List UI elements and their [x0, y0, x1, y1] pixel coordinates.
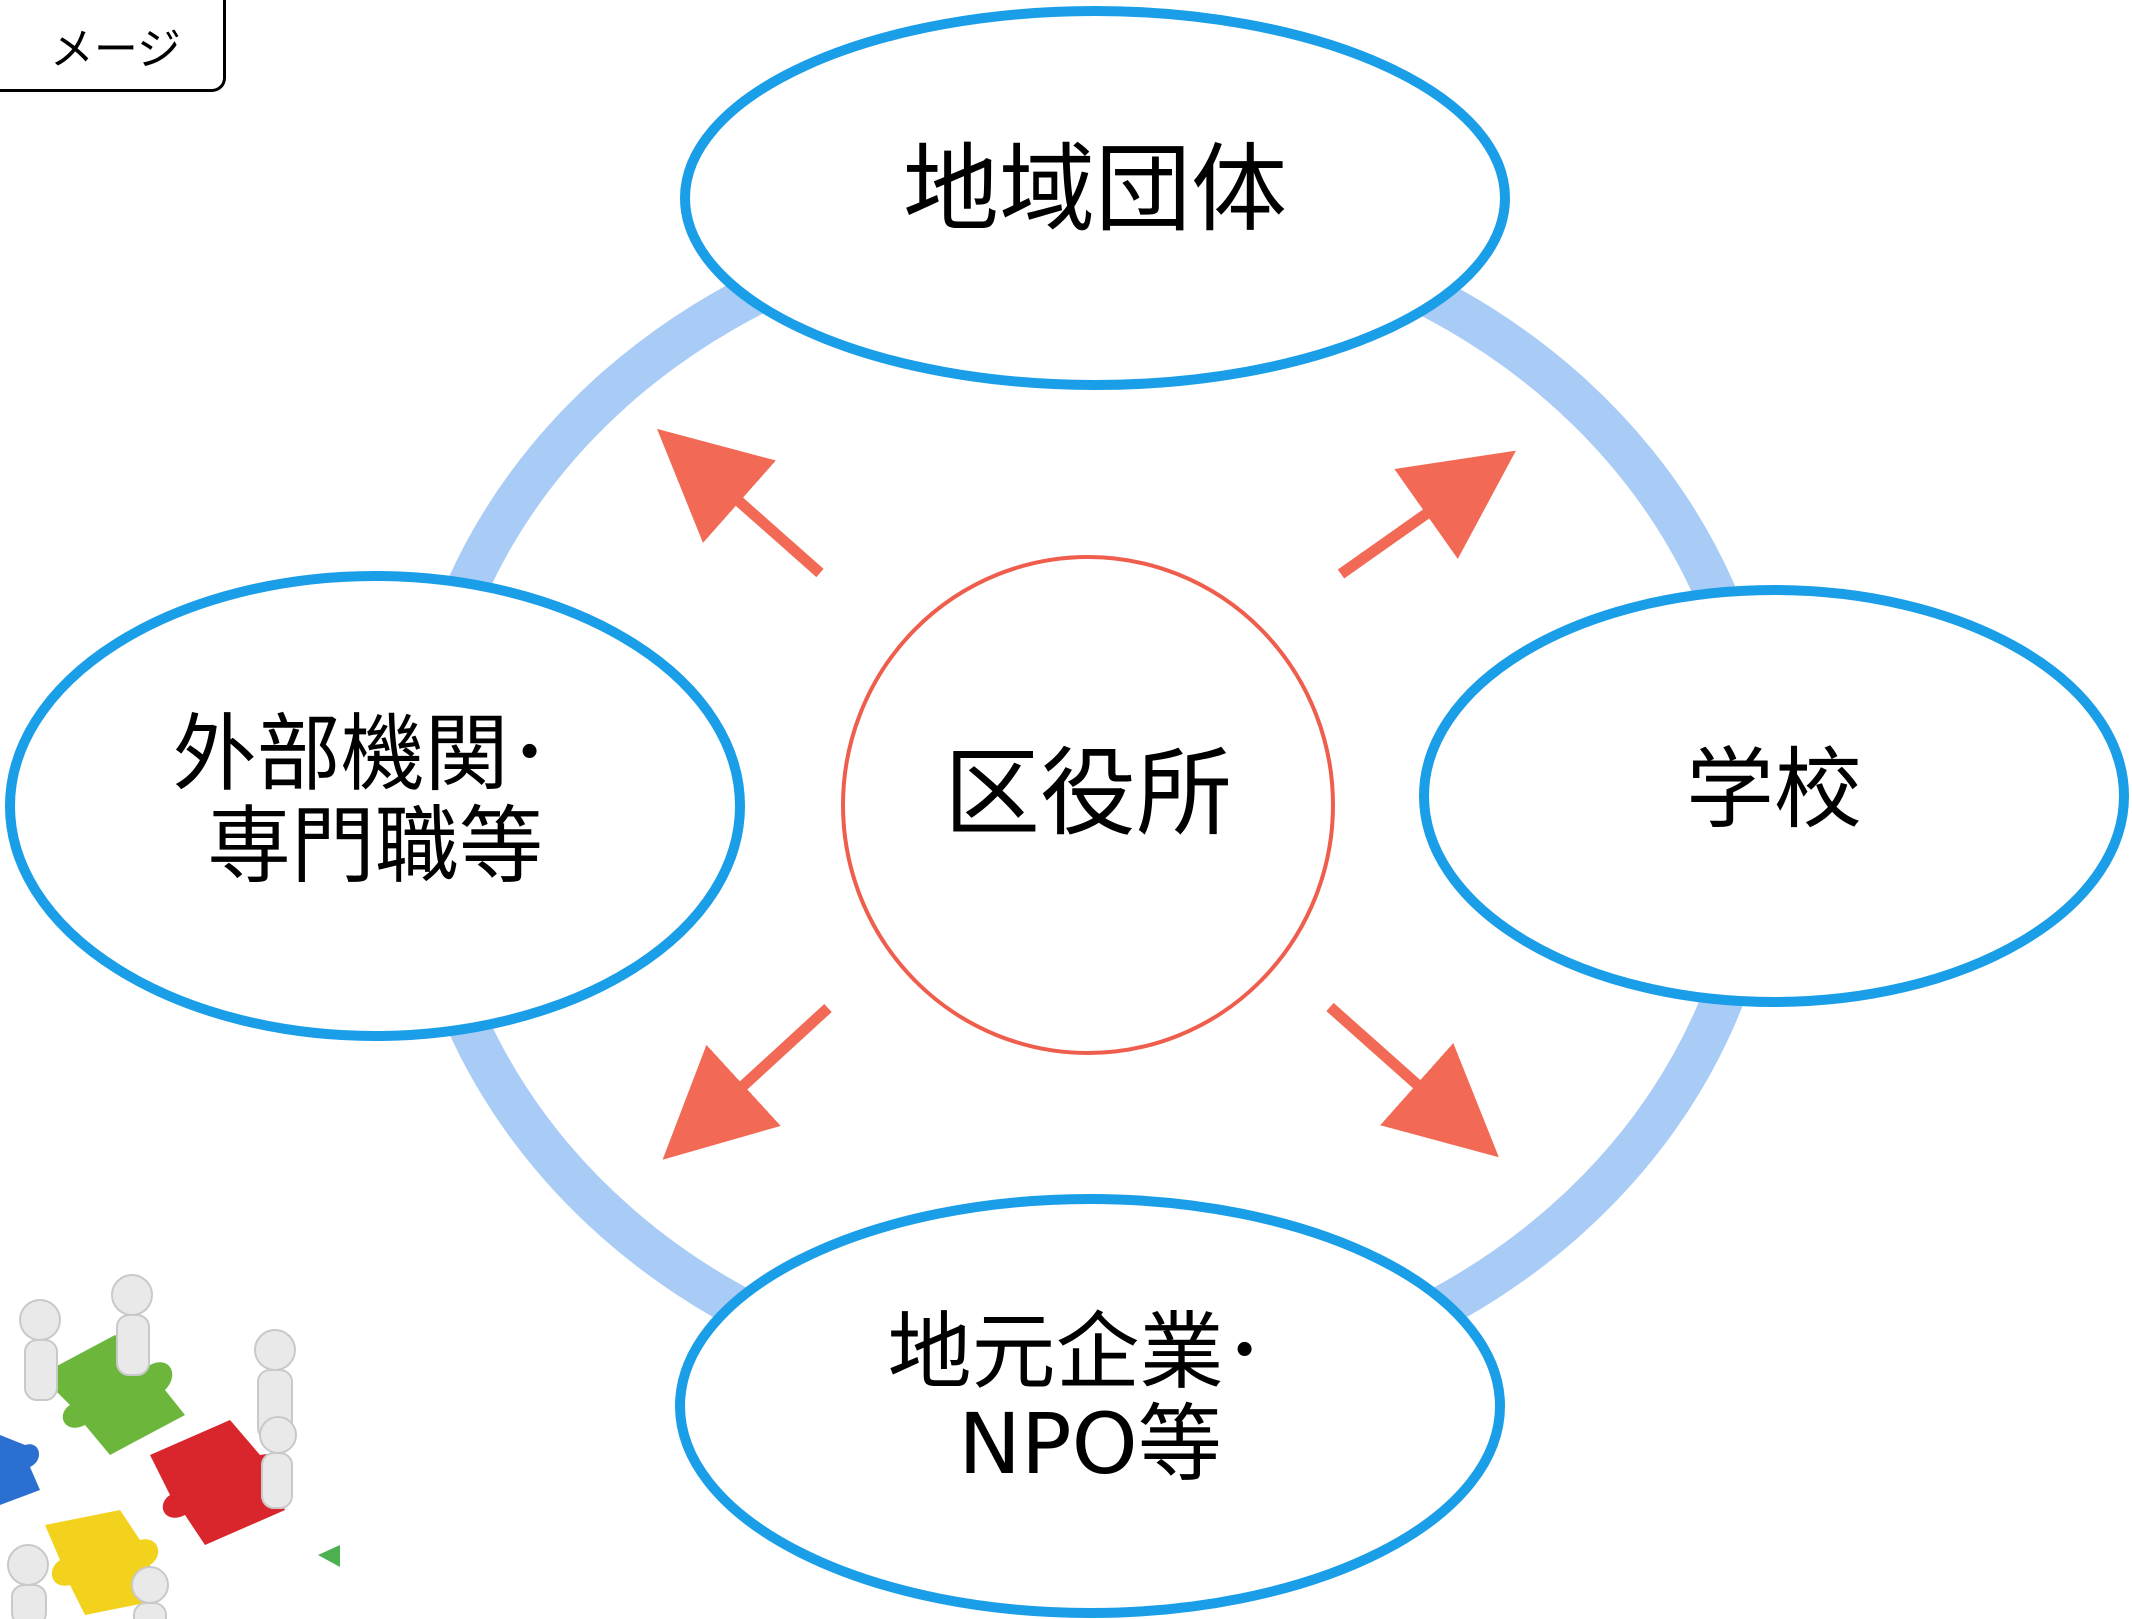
node-left	[5, 571, 745, 1041]
node-bottom-label: 地元企業･ NPO等	[888, 1303, 1293, 1493]
node-top	[680, 6, 1510, 390]
arrow-top-right	[1337, 450, 1516, 579]
node-top-label: 地域団体	[903, 133, 1287, 245]
arrow-bottom-right	[1326, 1002, 1499, 1158]
node-right	[1419, 585, 2129, 1007]
node-bottom-line-2: NPO等	[958, 1395, 1222, 1493]
people-with-puzzle-pieces-icon	[0, 1274, 340, 1619]
center-node	[841, 555, 1335, 1055]
people-figures	[7, 1274, 297, 1619]
green-arrow-fragment	[318, 1545, 340, 1567]
label-box: メージ	[0, 0, 226, 92]
red-puzzle-piece	[150, 1420, 285, 1545]
node-right-label: 学校	[1686, 738, 1862, 841]
node-left-label: 外部機関･ 専門職等	[173, 705, 578, 895]
center-node-label: 区役所	[944, 737, 1232, 849]
arrow-bottom-left	[662, 1003, 832, 1160]
node-left-line-2: 専門職等	[207, 797, 543, 895]
blue-puzzle-piece	[0, 1435, 40, 1505]
node-left-line-1: 外部機関･	[173, 705, 551, 803]
arrow-top-left	[657, 428, 824, 578]
node-bottom	[675, 1194, 1505, 1618]
yellow-puzzle-piece	[45, 1510, 160, 1615]
label-box-text: メージ	[49, 23, 181, 75]
node-bottom-line-1: 地元企業･	[888, 1303, 1266, 1401]
green-puzzle-piece	[40, 1335, 185, 1455]
